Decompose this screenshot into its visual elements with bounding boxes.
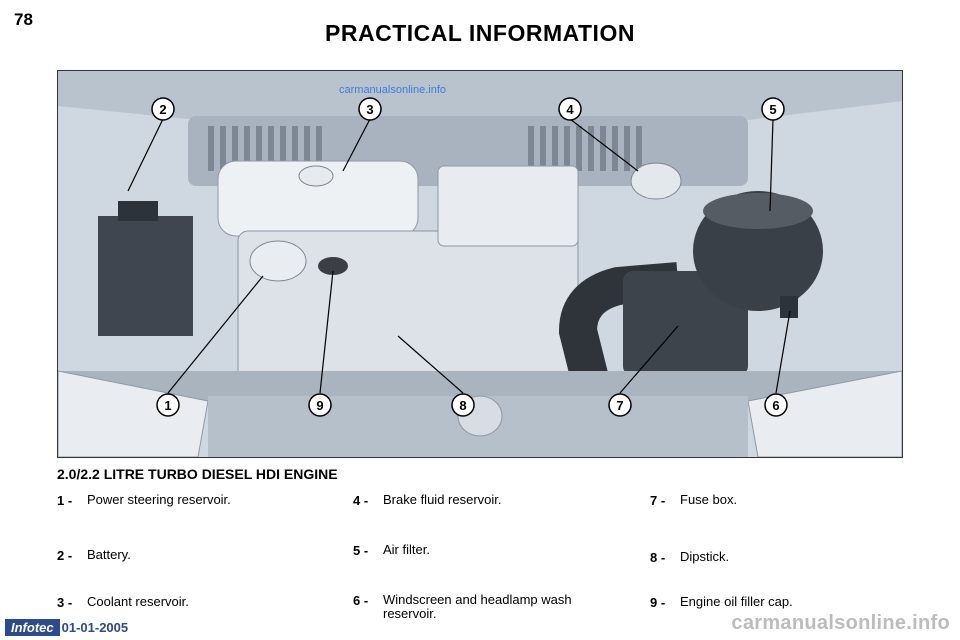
item-text: Windscreen and headlamp wash reservoir.: [383, 592, 572, 621]
print-date: 01-01-2005: [61, 619, 129, 635]
item-text: Air filter.: [383, 542, 430, 557]
callout-5: 5: [769, 102, 776, 117]
footer-imprint: Infotec 01-01-2005: [5, 618, 128, 636]
list-item: 3 - Coolant reservoir.: [57, 594, 287, 611]
callout-8: 8: [459, 398, 466, 413]
left-headlamp: [58, 370, 209, 457]
battery: [98, 216, 193, 336]
infotec-logo: Infotec: [5, 618, 60, 636]
item-number: 5 -: [353, 543, 369, 558]
callout-1: 1: [164, 398, 171, 413]
item-number: 3 -: [57, 595, 73, 610]
callout-4: 4: [566, 102, 574, 117]
list-item: 4 - Brake fluid reservoir.: [353, 492, 583, 509]
callout-3: 3: [366, 102, 373, 117]
footer-watermark: carmanualsonline.info: [731, 612, 950, 634]
list-item: 9 - Engine oil filler cap.: [650, 594, 880, 611]
list-item: 1 - Power steering reservoir.: [57, 492, 287, 509]
item-number: 9 -: [650, 595, 666, 610]
item-text: Engine oil filler cap.: [680, 594, 793, 609]
list-item: 8 - Dipstick.: [650, 549, 880, 566]
callout-markers: 2 3 4 5 1 9 8 7 6: [151, 97, 788, 417]
item-text: Fuse box.: [680, 492, 738, 507]
item-number: 4 -: [353, 493, 369, 508]
engine-bay-drawing: 2 3 4 5 1 9 8 7 6: [58, 71, 902, 457]
item-text: Battery.: [87, 547, 131, 562]
callout-6: 6: [772, 398, 779, 413]
list-item: 2 - Battery.: [57, 547, 287, 564]
callout-7: 7: [616, 398, 623, 413]
right-headlamp: [747, 370, 902, 457]
item-text: Coolant reservoir.: [87, 594, 189, 609]
item-number: 6 -: [353, 593, 369, 608]
brake-fluid-reservoir: [630, 162, 682, 200]
item-text: Power steering reservoir.: [87, 492, 231, 507]
callout-2: 2: [159, 102, 166, 117]
list-item: 5 - Air filter.: [353, 542, 583, 559]
item-text: Brake fluid reservoir.: [383, 492, 502, 507]
engine-bay-illustration: 2 3 4 5 1 9 8 7 6: [57, 70, 903, 458]
callout-9: 9: [316, 398, 323, 413]
item-number: 7 -: [650, 493, 666, 508]
figure-watermark: carmanualsonline.info: [339, 84, 447, 96]
item-number: 8 -: [650, 550, 666, 565]
page-number: 78: [14, 10, 33, 29]
item-number: 2 -: [57, 548, 73, 563]
list-item: 6 - Windscreen and headlamp wash reservo…: [353, 593, 573, 621]
list-item: 7 - Fuse box.: [650, 492, 880, 509]
section-title: 2.0/2.2 LITRE TURBO DIESEL HDI ENGINE: [57, 466, 338, 482]
oil-filler-cap: [318, 257, 348, 275]
item-number: 1 -: [57, 493, 73, 508]
page-title: PRACTICAL INFORMATION: [325, 20, 635, 46]
item-text: Dipstick.: [680, 549, 730, 564]
power-steering-reservoir: [249, 240, 307, 282]
